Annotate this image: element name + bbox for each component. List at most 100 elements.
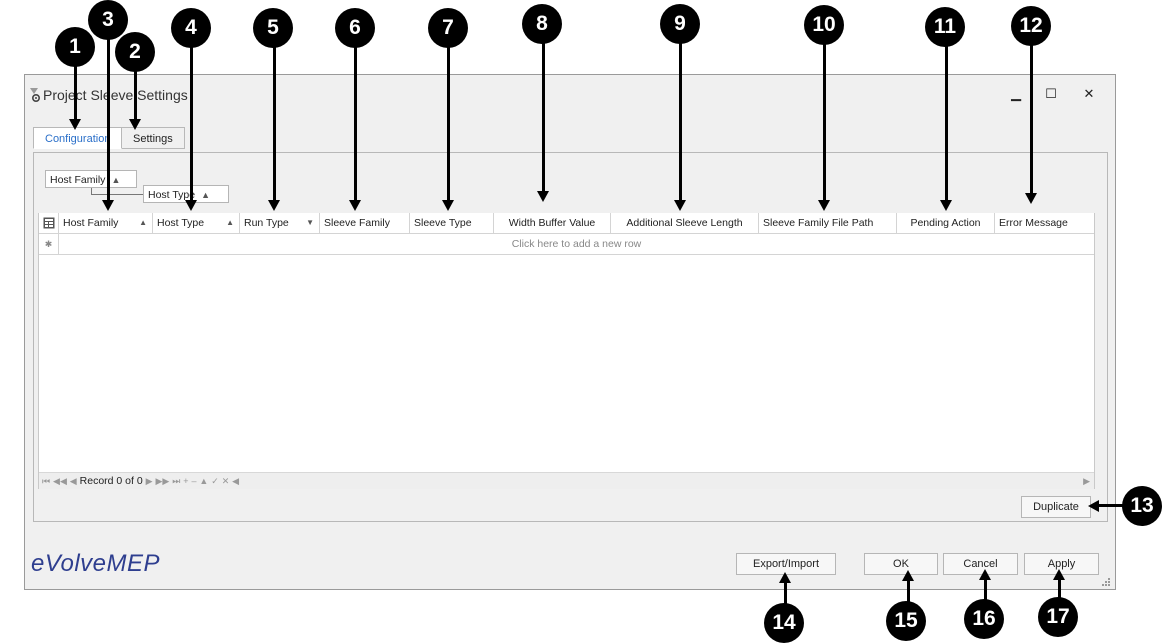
accept-edit-icon[interactable]: ✓ <box>211 476 219 486</box>
duplicate-button[interactable]: Duplicate <box>1021 496 1091 518</box>
column-header-run-type[interactable]: Run Type ▼ <box>240 213 320 233</box>
callout-pointer <box>1058 579 1061 601</box>
app-gear-icon <box>30 88 40 102</box>
arrow-up-icon <box>1053 569 1065 580</box>
column-label: Run Type <box>244 217 289 229</box>
next-record-icon[interactable]: ▶ <box>145 476 153 486</box>
sort-up-icon: ▲ <box>139 218 147 227</box>
callout-5: 5 <box>253 8 293 48</box>
close-button[interactable]: ✕ <box>1083 86 1095 101</box>
column-chooser-icon[interactable] <box>39 213 59 233</box>
callout-pointer <box>190 40 193 201</box>
callout-pointer <box>679 36 682 201</box>
next-page-icon[interactable]: ▶▶ <box>155 476 170 486</box>
scroll-left-icon[interactable]: ◀ <box>232 476 240 486</box>
callout-pointer <box>354 40 357 201</box>
group-chip-label: Host Family <box>50 174 106 186</box>
sort-up-icon: ▲ <box>226 218 234 227</box>
callout-2: 2 <box>115 32 155 72</box>
callout-pointer <box>273 40 276 201</box>
data-grid <box>38 213 1095 489</box>
column-label: Sleeve Family <box>324 217 390 229</box>
window-title: Project Sleeve Settings <box>43 87 188 103</box>
first-record-icon[interactable]: ⏮ <box>42 476 51 486</box>
column-header-sleeve-type[interactable]: Sleeve Type <box>410 213 494 233</box>
callout-8: 8 <box>522 4 562 44</box>
column-label: Sleeve Type <box>414 217 472 229</box>
tab-configuration[interactable]: Configuration <box>33 127 123 149</box>
new-row-prompt[interactable]: Click here to add a new row <box>511 238 642 250</box>
move-up-icon[interactable]: ▲ <box>199 476 209 486</box>
arrow-down-icon <box>818 200 830 211</box>
group-chip-host-type[interactable]: Host Type ▲ <box>143 185 229 203</box>
callout-10: 10 <box>804 5 844 45</box>
arrow-down-icon <box>674 200 686 211</box>
callout-pointer <box>984 579 987 605</box>
resize-grip-icon[interactable] <box>1099 575 1111 587</box>
last-record-icon[interactable]: ⏭ <box>172 476 181 486</box>
prev-record-icon[interactable]: ◀ <box>69 476 77 486</box>
arrow-down-icon <box>940 200 952 211</box>
new-row[interactable] <box>39 234 1094 255</box>
callout-pointer <box>1098 504 1130 507</box>
prev-page-icon[interactable]: ◀◀ <box>53 476 67 486</box>
callout-pointer <box>907 580 910 606</box>
arrow-down-icon <box>268 200 280 211</box>
grid-navigator: ⏮ ◀◀ ◀ Record 0 of 0 ▶ ▶▶ ⏭ + – ▲ ✓ ✕ ◀ … <box>39 472 1094 489</box>
column-header-pending-action[interactable]: Pending Action <box>897 213 995 233</box>
callout-pointer <box>134 68 137 120</box>
tab-settings[interactable]: Settings <box>121 127 185 149</box>
callout-9: 9 <box>660 4 700 44</box>
group-chip-host-family[interactable]: Host Family▲ <box>45 170 137 188</box>
callout-11: 11 <box>925 7 965 47</box>
group-connector <box>91 188 144 195</box>
evolve-mep-logo: eVolveMEP <box>31 550 160 577</box>
callout-pointer <box>542 36 545 192</box>
new-row-icon: ✱ <box>39 234 59 255</box>
column-header-host-family[interactable]: Host Family ▲ <box>59 213 153 233</box>
column-header-sleeve-family[interactable]: Sleeve Family <box>320 213 410 233</box>
callout-4: 4 <box>171 8 211 48</box>
scroll-right-icon[interactable]: ▶ <box>1083 476 1090 486</box>
column-header-host-type[interactable]: Host Type▲ <box>153 213 240 233</box>
cancel-edit-icon[interactable]: ✕ <box>221 476 230 486</box>
column-header-error-message[interactable]: Error Message <box>995 213 1094 233</box>
column-label: Pending Action <box>910 217 981 229</box>
sort-up-icon: ▲ <box>201 190 211 200</box>
arrow-up-icon <box>902 570 914 581</box>
column-header-width-buffer-value[interactable]: Width Buffer Value <box>494 213 611 233</box>
column-label: Host Family <box>63 217 119 229</box>
arrow-down-icon <box>1025 193 1037 204</box>
callout-17: 17 <box>1038 597 1078 637</box>
export-import-button[interactable]: Export/Import <box>736 553 836 575</box>
callout-3: 3 <box>88 0 128 40</box>
callout-15: 15 <box>886 601 926 641</box>
column-header-sleeve-family-file-path[interactable]: Sleeve Family File Path <box>759 213 897 233</box>
add-record-icon[interactable]: + <box>183 476 189 486</box>
arrow-down-icon <box>69 119 81 130</box>
arrow-down-icon <box>537 191 549 202</box>
maximize-button[interactable]: ☐ <box>1045 86 1057 101</box>
column-label: Width Buffer Value <box>508 217 596 229</box>
arrow-up-icon <box>979 569 991 580</box>
sort-down-icon: ▼ <box>306 218 314 227</box>
callout-pointer <box>945 40 948 201</box>
grid-header <box>39 213 1094 234</box>
column-label: Additional Sleeve Length <box>626 217 743 229</box>
callout-pointer <box>784 582 787 610</box>
callout-14: 14 <box>764 603 804 643</box>
record-counter: Record 0 of 0 <box>79 475 143 487</box>
ok-button[interactable]: OK <box>864 553 938 575</box>
column-header-additional-sleeve-length[interactable]: Additional Sleeve Length <box>611 213 759 233</box>
group-chip-label: Host Type <box>148 189 196 201</box>
column-label: Sleeve Family File Path <box>763 217 874 229</box>
minimize-button[interactable]: ▁ <box>1011 86 1021 101</box>
callout-pointer <box>74 64 77 120</box>
callout-6: 6 <box>335 8 375 48</box>
arrow-down-icon <box>442 200 454 211</box>
callout-1: 1 <box>55 27 95 67</box>
arrow-down-icon <box>185 200 197 211</box>
callout-13: 13 <box>1122 486 1162 526</box>
arrow-up-icon <box>779 572 791 583</box>
remove-record-icon[interactable]: – <box>191 476 197 486</box>
